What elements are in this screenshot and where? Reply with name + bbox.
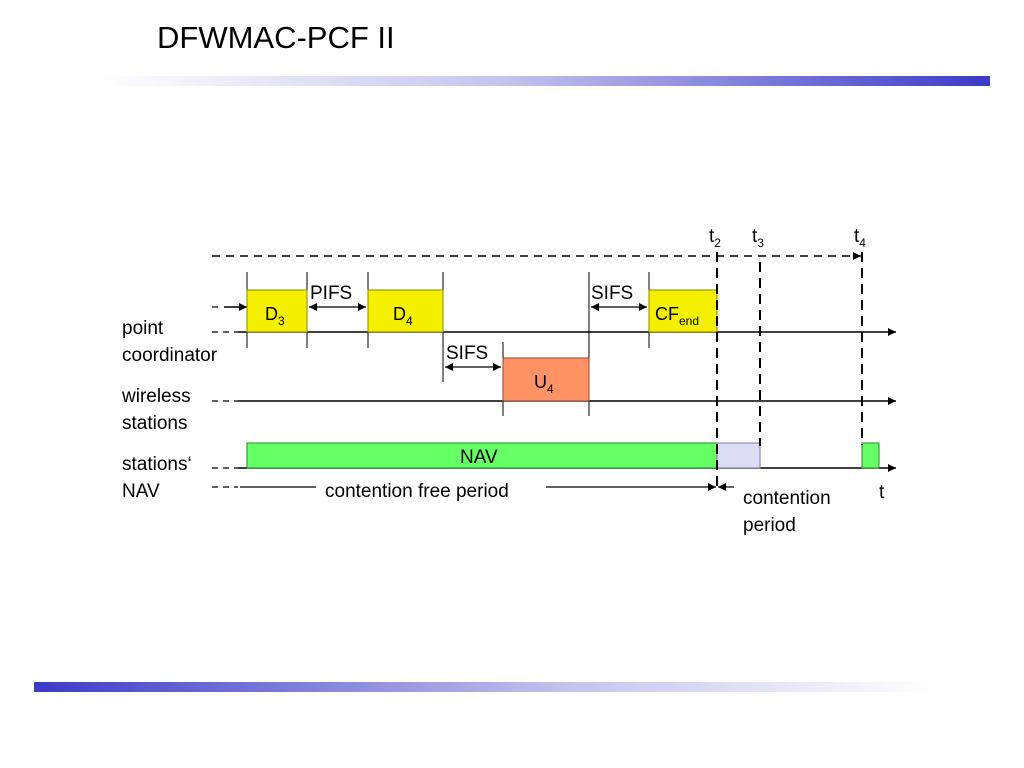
contention-free-period-label: contention free period <box>325 481 509 502</box>
t2-label: t2 <box>709 226 721 250</box>
frame-d4-label: D4 <box>393 304 413 328</box>
contention-nav-segment <box>716 442 761 469</box>
t4-label: t4 <box>854 226 866 250</box>
frame-cf-end-label: CFend <box>655 304 699 328</box>
footer-bar <box>34 682 934 692</box>
nav-bar-next <box>861 442 880 469</box>
stations-nav-label: stations‘ NAV <box>122 454 197 502</box>
pifs-label: PIFS <box>310 283 352 304</box>
frame-d4 <box>367 289 444 333</box>
point-coordinator-label: point coordinator <box>122 318 218 366</box>
frame-d3-label: D3 <box>265 304 285 328</box>
sifs-label-2: SIFS <box>591 283 633 304</box>
frame-cf-end <box>648 289 718 333</box>
contention-period-label: contention period <box>743 488 836 536</box>
frame-u4 <box>502 357 590 402</box>
title-underline-bar <box>100 76 990 86</box>
frame-u4-label: U4 <box>534 372 554 396</box>
wireless-stations-label: wireless stations <box>121 386 196 434</box>
t3-label: t3 <box>752 226 764 250</box>
slide-title: DFWMAC-PCF II <box>157 20 395 55</box>
nav-label: NAV <box>460 447 498 468</box>
sifs-label-1: SIFS <box>446 343 488 364</box>
frame-d3 <box>246 289 308 333</box>
time-axis-label: t <box>879 482 885 503</box>
